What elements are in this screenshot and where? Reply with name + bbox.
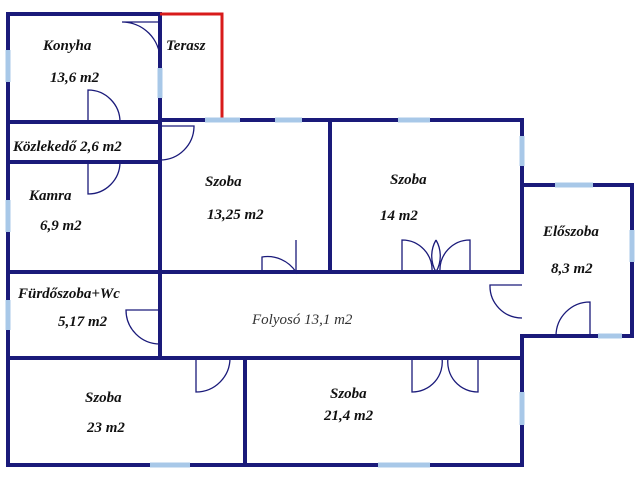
room-name-folyoso: Folyosó 13,1 m2 xyxy=(251,312,353,328)
door-arc xyxy=(435,239,441,273)
door-arc xyxy=(401,239,433,273)
door-arc xyxy=(411,357,443,393)
room-area-szoba4: 21,4 m2 xyxy=(323,408,374,424)
door-arc xyxy=(159,125,195,161)
door-arc xyxy=(261,240,297,275)
room-name-szoba3: Szoba xyxy=(85,390,122,406)
room-name-furdo: Fürdőszoba+Wc xyxy=(17,286,120,302)
door-arc xyxy=(447,357,479,393)
door-arc xyxy=(87,89,121,123)
door-arc xyxy=(431,239,437,273)
doors xyxy=(87,21,591,393)
room-name-kozlekedo: Közlekedő 2,6 m2 xyxy=(12,139,122,155)
room-name-szoba4: Szoba xyxy=(330,386,367,402)
room-name-szoba1: Szoba xyxy=(205,174,242,190)
room-area-kamra: 6,9 m2 xyxy=(40,218,82,234)
door-arc xyxy=(125,309,161,345)
windows xyxy=(5,50,635,468)
room-area-konyha: 13,6 m2 xyxy=(50,70,100,86)
room-area-szoba1: 13,25 m2 xyxy=(207,207,264,223)
door-arc xyxy=(195,357,231,393)
room-area-szoba2: 14 m2 xyxy=(380,208,418,224)
room-name-kamra: Kamra xyxy=(28,188,72,204)
room-name-konyha: Konyha xyxy=(42,38,92,54)
door-arc xyxy=(87,161,121,195)
room-labels: Konyha 13,6 m2 Terasz Közlekedő 2,6 m2 K… xyxy=(12,38,599,436)
terrace-outline xyxy=(160,12,224,120)
room-name-szoba2: Szoba xyxy=(390,172,427,188)
room-area-szoba3: 23 m2 xyxy=(86,420,125,436)
room-name-terasz: Terasz xyxy=(166,38,206,54)
door-arc xyxy=(439,239,471,273)
room-name-eloszoba: Előszoba xyxy=(542,224,599,240)
door-arc xyxy=(489,284,523,319)
room-area-eloszoba: 8,3 m2 xyxy=(551,261,593,277)
door-arc xyxy=(121,21,161,61)
door-arc xyxy=(555,301,591,337)
room-area-furdo: 5,17 m2 xyxy=(58,314,108,330)
